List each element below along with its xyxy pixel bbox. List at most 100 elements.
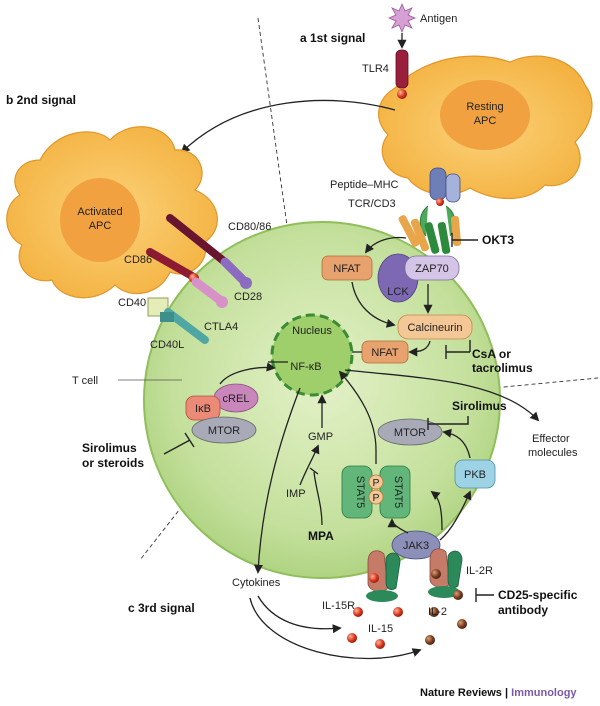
csa-label: CsA or <box>472 347 511 361</box>
effector-label-2: molecules <box>528 447 578 459</box>
jak3-stat5-arrow <box>387 518 409 534</box>
credit-separator: | <box>502 687 511 699</box>
cd25-label-2: antibody <box>498 603 548 617</box>
tlr4-receptor <box>395 49 409 89</box>
il2-ball-0 <box>453 590 463 600</box>
imp-gmp-arrow <box>299 444 320 486</box>
mpa-label: MPA <box>308 529 334 543</box>
ctla4-label: CTLA4 <box>204 321 238 333</box>
il2-ball-1 <box>429 607 439 617</box>
jak3-label: JAK3 <box>403 540 429 552</box>
stat5-nucleus-arrow <box>338 370 377 464</box>
signal1-heading: a 1st signal <box>300 31 365 45</box>
csa-label-2: tacrolimus <box>472 361 533 375</box>
divider-top <box>257 17 297 291</box>
nfat-calcineurin-arrow <box>351 281 396 328</box>
peptide-mhc-complex <box>429 167 461 206</box>
gmp-label: GMP <box>308 431 333 443</box>
cd40-molecule <box>147 297 169 317</box>
phospho-1 <box>368 474 384 490</box>
cd40-label: CD40 <box>118 297 146 309</box>
phospho-2 <box>368 489 384 505</box>
tcr-nfat-arrow <box>364 236 407 254</box>
cd80-86-molecule <box>166 214 229 266</box>
antigen-icon <box>387 2 417 34</box>
il15-ball-1 <box>353 607 363 617</box>
zap70 <box>404 255 460 281</box>
cd40l-label: CD40L <box>150 339 184 351</box>
sirolimus-steroids-inhibitor <box>163 432 195 455</box>
cytokines-label: Cytokines <box>232 577 281 589</box>
calcineurin-label: Calcineurin <box>407 322 462 334</box>
sirolimus-steroids-label: Sirolimus <box>82 441 137 455</box>
cd86-molecule <box>146 248 196 280</box>
il15-receptor <box>366 550 401 602</box>
mtor-right-label: MTOR <box>394 427 426 439</box>
tlr4-label: TLR4 <box>362 63 389 75</box>
cd28-label: CD28 <box>234 291 262 303</box>
mtor-right <box>377 418 443 446</box>
cd28-molecule <box>191 277 225 305</box>
jak3-pkb-arrow <box>439 490 472 541</box>
sirolimus-right-label: Sirolimus <box>452 399 507 413</box>
phospho-1-label: P <box>372 477 379 489</box>
phospho-2-label: P <box>372 492 379 504</box>
cytokines-il2-arrow <box>249 597 422 660</box>
pkb-mtor-arrow <box>442 428 471 459</box>
journal-credit: Nature Reviews | Immunology <box>420 687 577 699</box>
pkb-label: PKB <box>464 469 486 481</box>
il2-ball-3 <box>425 635 435 645</box>
cd25-label: CD25-specific <box>498 588 578 602</box>
nfat-top-label: NFAT <box>333 263 361 275</box>
okt3-inhibitor <box>451 233 478 247</box>
nucleus-label: Nucleus <box>292 325 332 337</box>
credit-section: Immunology <box>511 687 577 699</box>
csa-inhibitor <box>445 340 471 359</box>
cd28-head <box>216 296 228 308</box>
il15-ball-2 <box>393 607 403 617</box>
cd25-inhibitor <box>475 588 494 602</box>
okt3-label: OKT3 <box>482 233 514 247</box>
cd86-label: CD86 <box>124 254 152 266</box>
il15-ball-3 <box>347 633 357 643</box>
antigen-label: Antigen <box>420 13 457 25</box>
activated-apc-label: Activated <box>77 206 122 218</box>
ctla4-molecule <box>220 257 250 287</box>
cd40l-head <box>160 312 174 322</box>
crel-label: cREL <box>223 393 250 405</box>
jak3-up-arrow <box>430 490 443 531</box>
peptide-mhc-label: Peptide–MHC <box>330 179 399 191</box>
mtor-left <box>191 416 257 444</box>
il2-ball-2 <box>457 619 467 629</box>
resting-apc-nucleus <box>440 80 530 150</box>
sirolimus-steroids-label-2: or steroids <box>82 456 144 470</box>
ikb-label: IκB <box>195 403 211 415</box>
nucleus <box>270 313 354 397</box>
calcineurin-nfat-arrow <box>408 340 431 357</box>
credit-journal: Nature Reviews <box>420 687 502 699</box>
sirolimus-right-inhibitor <box>427 416 469 430</box>
tlr4-ligand <box>397 89 407 99</box>
il2r-label: IL-2R <box>466 565 493 577</box>
il15-label: IL-15 <box>368 623 393 635</box>
effector-label: Effector <box>532 433 570 445</box>
mpa-block-bar <box>309 467 319 475</box>
nfat-bottom-label: NFAT <box>371 347 399 359</box>
signal2-heading: b 2nd signal <box>6 93 76 107</box>
il15r-label: IL-15R <box>322 600 355 612</box>
imp-label: IMP <box>286 488 306 500</box>
il2-label: IL-2 <box>428 606 447 618</box>
cd80-86-label: CD80/86 <box>228 221 271 233</box>
activated-apc-nucleus <box>60 178 140 262</box>
ctla4-head <box>240 277 252 289</box>
zap70-label: ZAP70 <box>415 263 449 275</box>
tcr-cd3-label: TCR/CD3 <box>348 198 396 210</box>
jak3 <box>391 530 441 560</box>
stat5-right-label: STAT5 <box>392 476 404 509</box>
crel-nucleus-arrow <box>219 362 276 385</box>
activation-arrow <box>180 99 396 154</box>
t-cell-label: T cell <box>72 375 98 387</box>
cytokines-il15-arrow <box>257 595 342 634</box>
activated-apc-label-2: APC <box>89 220 112 232</box>
